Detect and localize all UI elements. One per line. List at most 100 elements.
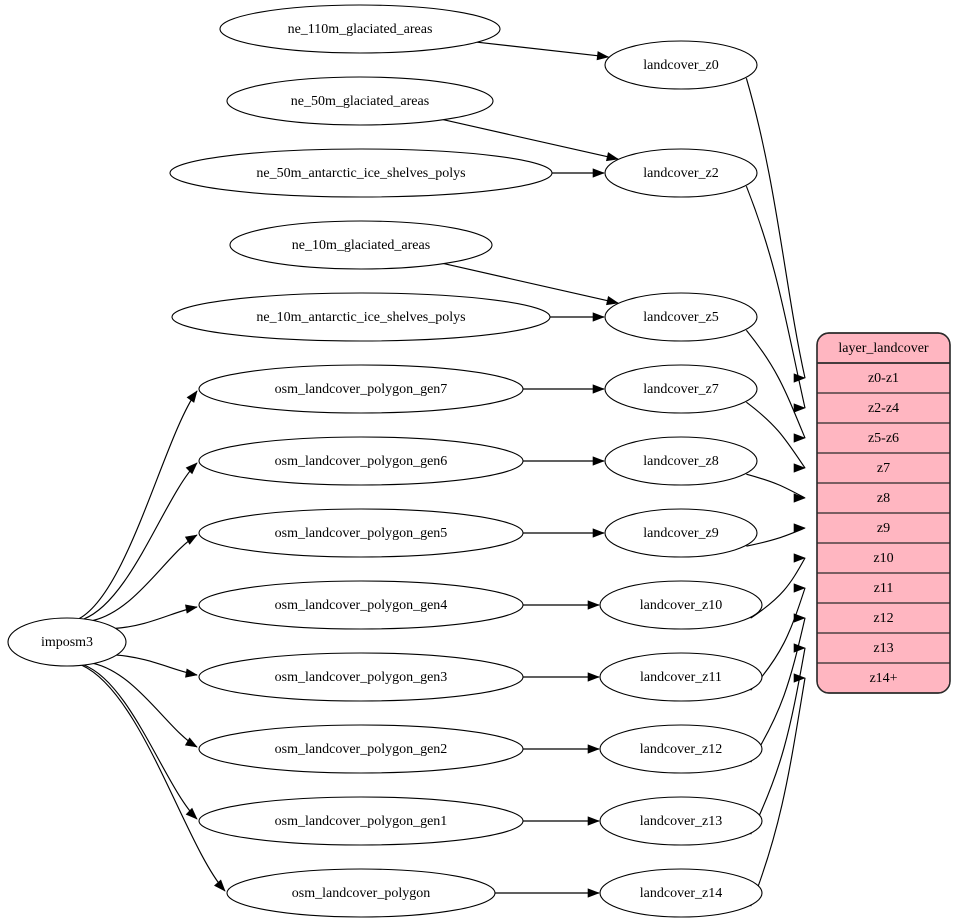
layer-table-row-z8[interactable]: z8 bbox=[817, 482, 950, 506]
row-label: z0-z1 bbox=[868, 371, 899, 386]
edge-arrowhead bbox=[793, 433, 806, 443]
node-label: landcover_z0 bbox=[643, 58, 718, 73]
node-landcover_z9[interactable]: landcover_z9 bbox=[604, 508, 758, 558]
layer-table-row-z9[interactable]: z9 bbox=[817, 512, 950, 536]
layer-table-row-z0[interactable]: z0-z1 bbox=[817, 362, 950, 386]
input-node-ellipse bbox=[171, 292, 551, 342]
landcover-node-ellipse bbox=[604, 40, 758, 90]
edge-ne_10m_antarctic_ice_shelves_polys-to-landcover_z5 bbox=[550, 312, 605, 322]
edge-osm_landcover_polygon_gen3-to-landcover_z11 bbox=[523, 672, 600, 682]
layer-table-row-z2[interactable]: z2-z4 bbox=[817, 392, 950, 416]
edge-landcover_z12-to-layer_landcover-z12 bbox=[750, 613, 806, 763]
node-label: imposm3 bbox=[41, 635, 93, 650]
node-ne_50m_antarctic_ice_shelves_polys[interactable]: ne_50m_antarctic_ice_shelves_polys bbox=[169, 148, 553, 198]
node-landcover_z8[interactable]: landcover_z8 bbox=[604, 436, 758, 486]
row-label: z10 bbox=[873, 551, 893, 566]
landcover-node-ellipse bbox=[604, 148, 758, 198]
edge-arrowhead bbox=[793, 583, 806, 593]
nodes-layer: imposm3 ne_110m_glaciated_areas ne_50m_gla… bbox=[7, 4, 763, 918]
node-landcover_z2[interactable]: landcover_z2 bbox=[604, 148, 758, 198]
edge-arrowhead bbox=[185, 807, 198, 820]
node-osm_landcover_polygon_gen6[interactable]: osm_landcover_polygon_gen6 bbox=[198, 436, 524, 486]
layer-table-row-z10[interactable]: z10 bbox=[817, 542, 950, 566]
edge-arrowhead bbox=[592, 528, 605, 538]
node-landcover_z12[interactable]: landcover_z12 bbox=[599, 724, 763, 774]
node-label: landcover_z11 bbox=[640, 670, 722, 685]
node-label: ne_10m_antarctic_ice_shelves_polys bbox=[256, 310, 465, 325]
edge-arrowhead bbox=[793, 673, 806, 683]
edge-line bbox=[746, 473, 806, 499]
node-osm_landcover_polygon_gen5[interactable]: osm_landcover_polygon_gen5 bbox=[198, 508, 524, 558]
edge-arrowhead bbox=[186, 390, 198, 403]
node-label: osm_landcover_polygon_gen1 bbox=[275, 814, 448, 829]
edge-landcover_z5-to-layer_landcover-z5 bbox=[745, 329, 806, 443]
node-ne_10m_glaciated_areas[interactable]: ne_10m_glaciated_areas bbox=[229, 220, 493, 270]
edge-line bbox=[443, 263, 619, 304]
node-label: landcover_z7 bbox=[643, 382, 718, 397]
node-landcover_z5[interactable]: landcover_z5 bbox=[604, 292, 758, 342]
landcover-node-ellipse bbox=[599, 796, 763, 846]
edge-imposm3-to-osm_landcover_polygon_gen2 bbox=[93, 662, 198, 748]
node-ne_50m_glaciated_areas[interactable]: ne_50m_glaciated_areas bbox=[226, 76, 494, 126]
node-osm_landcover_polygon_gen3[interactable]: osm_landcover_polygon_gen3 bbox=[198, 652, 524, 702]
node-osm_landcover_polygon[interactable]: osm_landcover_polygon bbox=[226, 868, 496, 918]
edge-arrowhead bbox=[596, 51, 610, 61]
input-node-ellipse bbox=[198, 364, 524, 414]
landcover-node-ellipse bbox=[604, 436, 758, 486]
landcover-node-ellipse bbox=[599, 724, 763, 774]
node-landcover_z7[interactable]: landcover_z7 bbox=[604, 364, 758, 414]
node-ne_110m_glaciated_areas[interactable]: ne_110m_glaciated_areas bbox=[219, 4, 501, 54]
input-node-ellipse bbox=[169, 148, 553, 198]
row-label: z14+ bbox=[869, 671, 897, 686]
edge-landcover_z7-to-layer_landcover-z7 bbox=[746, 401, 806, 473]
edge-line bbox=[81, 664, 226, 892]
landcover-node-ellipse bbox=[604, 292, 758, 342]
row-label: z8 bbox=[877, 491, 890, 506]
node-osm_landcover_polygon_gen4[interactable]: osm_landcover_polygon_gen4 bbox=[198, 580, 524, 630]
edge-arrowhead bbox=[793, 403, 806, 413]
edge-line bbox=[116, 654, 198, 676]
node-osm_landcover_polygon_gen7[interactable]: osm_landcover_polygon_gen7 bbox=[198, 364, 524, 414]
layer-table-row-z12[interactable]: z12 bbox=[817, 602, 950, 626]
edge-imposm3-to-osm_landcover_polygon_gen1 bbox=[83, 664, 198, 820]
landcover-node-ellipse bbox=[599, 652, 763, 702]
edge-imposm3-to-osm_landcover_polygon_gen3 bbox=[116, 654, 198, 678]
input-node-ellipse bbox=[226, 76, 494, 126]
node-label: landcover_z12 bbox=[640, 742, 722, 757]
edges-layer bbox=[78, 41, 806, 907]
edge-line bbox=[93, 662, 198, 748]
edge-arrowhead bbox=[605, 152, 619, 162]
edge-line bbox=[92, 534, 198, 622]
node-label: landcover_z5 bbox=[643, 310, 718, 325]
row-label: z9 bbox=[877, 521, 890, 536]
layer-table-row-z13[interactable]: z13 bbox=[817, 632, 950, 656]
node-ne_10m_antarctic_ice_shelves_polys[interactable]: ne_10m_antarctic_ice_shelves_polys bbox=[171, 292, 551, 342]
edge-arrowhead bbox=[592, 384, 605, 394]
node-osm_landcover_polygon_gen2[interactable]: osm_landcover_polygon_gen2 bbox=[198, 724, 524, 774]
row-label: z7 bbox=[877, 461, 890, 476]
edge-arrowhead bbox=[592, 312, 605, 322]
input-node-ellipse bbox=[198, 580, 524, 630]
node-landcover_z11[interactable]: landcover_z11 bbox=[599, 652, 763, 702]
edge-osm_landcover_polygon_gen1-to-landcover_z13 bbox=[523, 816, 600, 826]
edge-osm_landcover_polygon_gen2-to-landcover_z12 bbox=[523, 744, 600, 754]
row-label: z12 bbox=[873, 611, 893, 626]
node-label: osm_landcover_polygon_gen2 bbox=[275, 742, 448, 757]
node-landcover_z13[interactable]: landcover_z13 bbox=[599, 796, 763, 846]
layer-table-row-z7[interactable]: z7 bbox=[817, 452, 950, 476]
edge-arrowhead bbox=[587, 816, 600, 826]
node-osm_landcover_polygon_gen1[interactable]: osm_landcover_polygon_gen1 bbox=[198, 796, 524, 846]
node-landcover_z14[interactable]: landcover_z14 bbox=[599, 868, 763, 918]
node-landcover_z0[interactable]: landcover_z0 bbox=[604, 40, 758, 90]
layer-table-row-z11[interactable]: z11 bbox=[817, 572, 950, 596]
layer-table-row-z5[interactable]: z5-z6 bbox=[817, 422, 950, 446]
landcover-node-ellipse bbox=[599, 868, 763, 918]
node-landcover_z10[interactable]: landcover_z10 bbox=[599, 580, 763, 630]
node-label: ne_50m_antarctic_ice_shelves_polys bbox=[256, 166, 465, 181]
node-imposm3[interactable]: imposm3 bbox=[7, 617, 127, 667]
edge-landcover_z14-to-layer_landcover-z14 bbox=[750, 673, 806, 907]
layer-table-row-z14[interactable]: z14+ bbox=[817, 662, 950, 686]
node-label: landcover_z14 bbox=[640, 886, 722, 901]
node-label: osm_landcover_polygon bbox=[292, 886, 430, 901]
